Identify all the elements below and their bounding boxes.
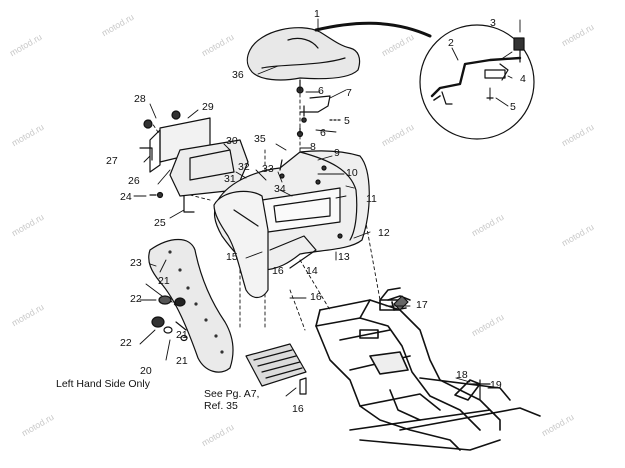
callout-6: 6 [318, 85, 324, 97]
callout-25: 25 [154, 217, 166, 229]
callout-4: 4 [520, 73, 526, 85]
callout-5: 5 [510, 101, 516, 113]
fasteners-left [151, 295, 188, 342]
callout-15: 15 [226, 251, 238, 263]
callout-3: 3 [490, 17, 496, 29]
left-fender [213, 190, 269, 299]
callout-33: 33 [262, 163, 274, 175]
callout-6: 6 [320, 127, 326, 139]
callout-5: 5 [344, 115, 350, 127]
see-page-line-2: Ref. 35 [204, 400, 238, 413]
callout-7: 7 [346, 87, 352, 99]
callout-17: 17 [416, 299, 428, 311]
callout-18: 18 [456, 369, 468, 381]
callout-21: 21 [176, 329, 188, 341]
callout-19: 19 [490, 379, 502, 391]
callout-26: 26 [128, 175, 140, 187]
callout-1: 1 [314, 8, 320, 20]
callout-13: 13 [338, 251, 350, 263]
latch-inset [419, 24, 535, 140]
callout-22: 22 [120, 337, 132, 349]
callout-8: 8 [310, 141, 316, 153]
callout-21: 21 [158, 275, 170, 287]
callout-16: 16 [310, 291, 322, 303]
callout-34: 34 [274, 183, 286, 195]
callout-31: 31 [224, 173, 236, 185]
callout-14: 14 [306, 265, 318, 277]
callout-35: 35 [254, 133, 266, 145]
see-page-note: See Pg. A7, Ref. 35 [204, 388, 259, 412]
callout-12: 12 [378, 227, 390, 239]
callout-16: 16 [272, 265, 284, 277]
callout-2: 2 [448, 37, 454, 49]
callout-16: 16 [292, 403, 304, 415]
callout-11: 11 [366, 193, 377, 205]
callout-22: 22 [130, 293, 142, 305]
callout-36: 36 [232, 69, 244, 81]
callout-30: 30 [226, 135, 238, 147]
callout-20: 20 [140, 365, 152, 377]
mud-flap [148, 238, 234, 373]
callout-29: 29 [202, 101, 214, 113]
callout-32: 32 [238, 161, 250, 173]
leader-lines [133, 18, 521, 397]
callout-27: 27 [106, 155, 118, 167]
callout-24: 24 [120, 191, 132, 203]
callout-21: 21 [176, 355, 188, 367]
frame [315, 287, 541, 451]
seat [246, 27, 361, 87]
callout-23: 23 [130, 257, 142, 269]
callout-10: 10 [346, 167, 358, 179]
left-hand-side-note: Left Hand Side Only [56, 378, 150, 390]
footrest [245, 343, 307, 395]
callout-9: 9 [334, 147, 340, 159]
callout-28: 28 [134, 93, 146, 105]
bolts [393, 295, 491, 401]
seat-cable [314, 21, 432, 38]
see-page-line-1: See Pg. A7, [204, 388, 260, 400]
